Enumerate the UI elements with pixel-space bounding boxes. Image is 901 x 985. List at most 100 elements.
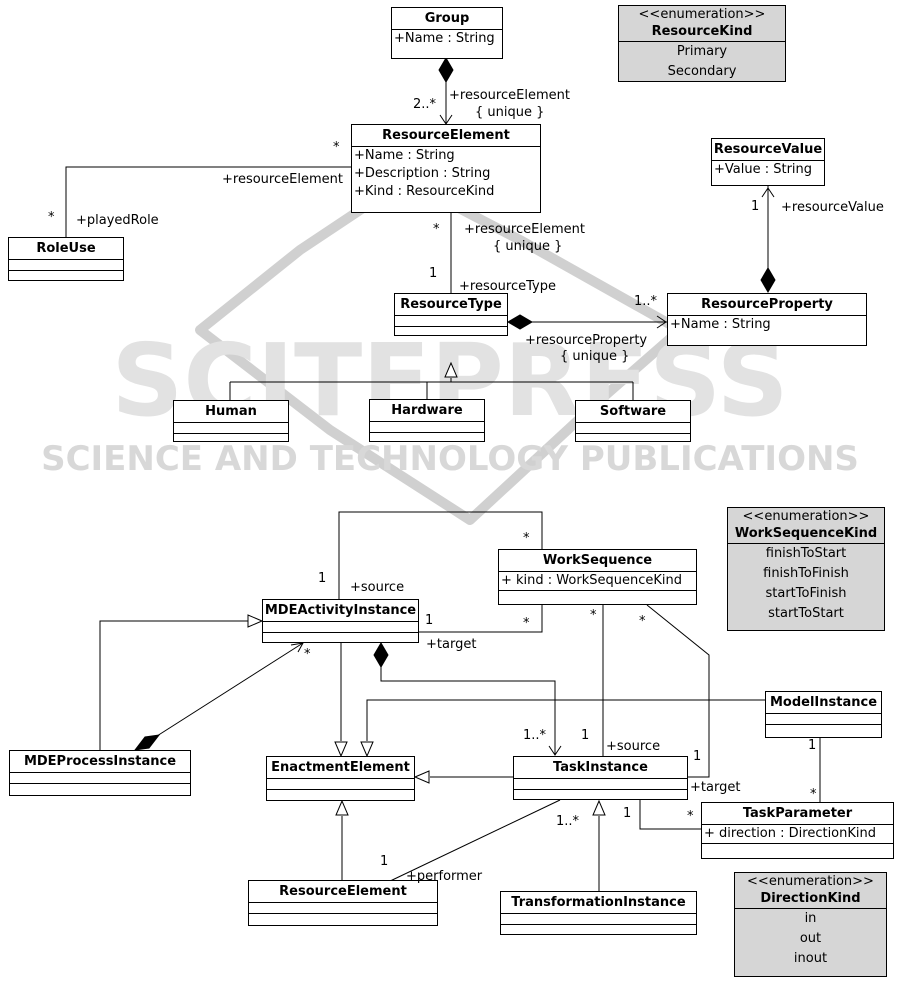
enum-name: ResourceKind [619,23,785,42]
class-name: EnactmentElement [267,757,414,779]
multiplicity-label: * [523,616,530,631]
enum-stereotype: <<enumeration>> [742,509,870,524]
class-attribute: +Description : String [354,166,491,181]
multiplicity-label: * [687,809,694,824]
generalization-resource-type [229,361,634,400]
multiplicity-label: 1 [623,806,632,821]
enum-resource-kind[interactable]: <<enumeration>> ResourceKind Primary Sec… [618,5,786,82]
generalization-activity-to-enactment [334,643,348,758]
class-attribute: + kind : WorkSequenceKind [501,573,682,588]
enum-literal: finishToFinish [763,566,849,581]
role-label: +playedRole [76,213,159,228]
class-name: WorkSequence [499,550,696,572]
multiplicity-label: 1..* [634,294,658,309]
class-name: MDEActivityInstance [263,600,418,622]
class-mde-activity-instance[interactable]: MDEActivityInstance [262,599,419,643]
generalization-model-to-enactment [360,699,765,758]
class-name: TaskInstance [514,757,687,779]
multiplicity-label: 1 [429,266,438,281]
class-name: ResourceType [395,294,507,316]
composition-resource-property-resource-value [760,185,776,293]
multiplicity-label: * [304,647,311,662]
composition-activity-task [373,642,562,756]
multiplicity-label: * [48,210,55,225]
class-enactment-element[interactable]: EnactmentElement [266,756,415,801]
generalization-mde-process-instance [99,614,264,750]
class-name: Hardware [370,400,484,422]
enum-stereotype: <<enumeration>> [638,7,766,22]
multiplicity-label: 1 [751,199,760,214]
generalization-resource-element-to-enactment [335,799,349,880]
multiplicity-label: 1 [380,854,389,869]
class-model-instance[interactable]: ModelInstance [765,691,882,738]
enum-work-sequence-kind[interactable]: <<enumeration>> WorkSequenceKind finishT… [727,507,885,631]
constraint-label: { unique } [493,239,563,254]
composition-resource-type-resource-property [507,314,667,330]
multiplicity-label: * [433,222,440,237]
role-label: +source [606,739,661,754]
class-resource-element[interactable]: ResourceElement +Name : String +Descript… [351,124,541,213]
composition-mde-process-activity [133,642,304,751]
class-work-sequence[interactable]: WorkSequence + kind : WorkSequenceKind [498,549,697,605]
class-human[interactable]: Human [173,400,289,442]
class-resource-element-performer[interactable]: ResourceElement [248,880,438,926]
class-hardware[interactable]: Hardware [369,399,485,442]
class-software[interactable]: Software [575,400,691,442]
multiplicity-label: 1..* [523,728,547,743]
generalization-transformation-to-task [592,799,606,891]
enum-literal: startToStart [768,606,844,621]
class-resource-property[interactable]: ResourceProperty +Name : String [667,293,867,346]
class-name: ResourceElement [352,125,540,147]
class-task-instance[interactable]: TaskInstance [513,756,688,800]
class-name: Software [576,401,690,423]
class-name: ResourceProperty [668,294,866,316]
class-name: RoleUse [9,238,123,260]
enum-literal: startToFinish [765,586,847,601]
class-name: ResourceElement [249,881,437,903]
class-attribute: +Name : String [394,31,495,46]
association-work-sequence-task-target [646,604,710,778]
association-task-performer [385,799,561,884]
class-transformation-instance[interactable]: TransformationInstance [500,891,697,935]
multiplicity-label: * [523,531,530,546]
multiplicity-label: 1 [318,571,327,586]
role-label: +resourceType [459,279,556,294]
class-task-parameter[interactable]: TaskParameter + direction : DirectionKin… [701,802,894,859]
class-attribute: +Name : String [670,317,771,332]
multiplicity-label: * [590,608,597,623]
enum-stereotype: <<enumeration>> [747,874,874,889]
multiplicity-label: 1 [693,749,702,764]
enum-literal: out [799,931,822,946]
role-label: +resourceProperty [525,333,648,348]
watermark-subtitle: SCIENCE AND TECHNOLOGY PUBLICATIONS [41,439,859,479]
role-label: +resourceElement [222,172,343,187]
role-label: +target [690,780,741,795]
multiplicity-label: 2..* [413,97,437,112]
class-name: MDEProcessInstance [10,751,190,773]
multiplicity-label: 1 [581,728,590,743]
role-label: +resourceValue [781,200,884,215]
class-role-use[interactable]: RoleUse [8,237,124,281]
class-name: ResourceValue [712,139,824,161]
multiplicity-label: 1 [425,613,434,628]
association-task-task-parameter [639,800,701,830]
enum-literal: in [804,911,817,926]
class-name: Group [392,8,502,30]
class-mde-process-instance[interactable]: MDEProcessInstance [9,750,191,796]
role-label: +target [426,637,477,652]
multiplicity-label: * [639,614,646,629]
enum-direction-kind[interactable]: <<enumeration>> DirectionKind in out ino… [734,872,887,977]
class-group[interactable]: Group +Name : String [391,7,503,59]
enum-literal: finishToStart [765,546,847,561]
class-name: TaskParameter [702,803,893,825]
class-resource-type[interactable]: ResourceType [394,293,508,336]
association-roleuse-resource-element [65,166,351,237]
constraint-label: { unique } [475,105,545,120]
role-label: +resourceElement [449,88,570,103]
class-resource-value[interactable]: ResourceValue +Value : String [711,138,825,186]
multiplicity-label: 1..* [556,814,580,829]
class-attribute: + direction : DirectionKind [704,826,876,841]
role-label: +performer [406,869,483,884]
